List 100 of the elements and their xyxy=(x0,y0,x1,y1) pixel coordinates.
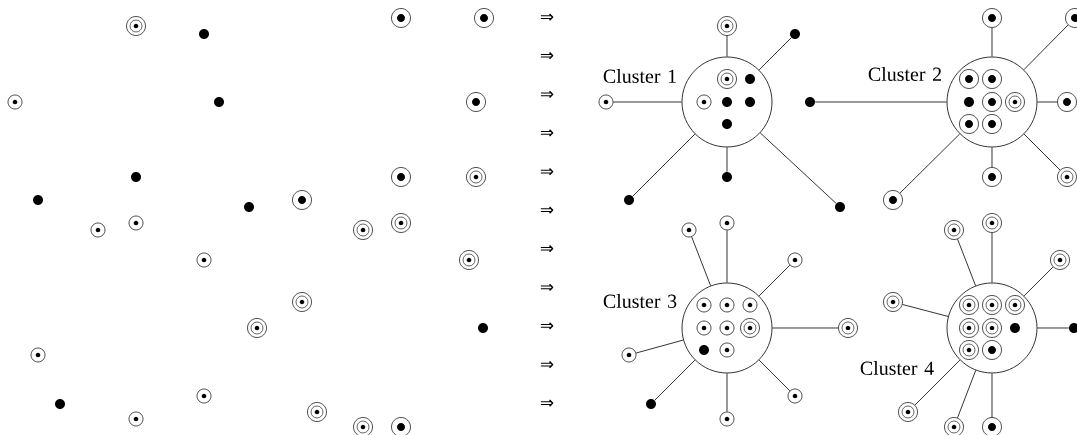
circled-dot xyxy=(883,190,903,210)
cluster-label: Cluster 3 xyxy=(603,294,677,308)
circled-dot xyxy=(1065,8,1077,28)
cluster-label: Cluster 4 xyxy=(860,361,934,375)
circled-dot xyxy=(391,167,411,187)
spoke-line xyxy=(1023,133,1061,171)
circled-dot xyxy=(719,297,735,313)
implication-arrow: ⇒ xyxy=(540,129,554,137)
circled-dot xyxy=(196,252,212,268)
spoke-line xyxy=(758,264,791,297)
double-circled-dot xyxy=(1005,295,1025,315)
double-circled-dot xyxy=(353,220,373,240)
spoke-line xyxy=(632,133,696,197)
spoke-line xyxy=(726,373,728,413)
spoke-line xyxy=(991,373,993,418)
double-circled-dot xyxy=(959,340,979,360)
double-circled-dot xyxy=(247,318,267,338)
double-circled-dot xyxy=(982,318,1002,338)
circled-dot xyxy=(982,114,1002,134)
circled-dot xyxy=(982,92,1002,112)
spoke-line xyxy=(726,147,728,173)
circled-dot xyxy=(787,388,803,404)
double-circled-dot xyxy=(459,250,479,270)
circled-dot xyxy=(982,167,1002,187)
implication-arrow: ⇒ xyxy=(540,322,554,330)
double-circled-dot xyxy=(838,318,858,338)
circled-dot xyxy=(598,94,614,110)
circled-dot xyxy=(1057,92,1077,112)
circled-dot xyxy=(391,417,411,435)
circled-dot xyxy=(466,92,486,112)
spoke-line xyxy=(814,101,947,103)
double-circled-dot xyxy=(740,318,760,338)
spoke-line xyxy=(1023,24,1069,71)
circled-dot xyxy=(696,94,712,110)
double-circled-dot xyxy=(982,295,1002,315)
circled-dot xyxy=(696,297,712,313)
circled-dot xyxy=(959,69,979,89)
circled-dot xyxy=(7,94,23,110)
circled-dot xyxy=(982,340,1002,360)
double-circled-dot xyxy=(944,220,964,240)
circled-dot xyxy=(128,215,144,231)
implication-arrow: ⇒ xyxy=(540,399,554,407)
double-circled-dot xyxy=(898,402,918,422)
circled-dot xyxy=(128,411,144,427)
spoke-line xyxy=(914,359,961,406)
spoke-line xyxy=(691,236,711,287)
spoke-line xyxy=(1023,266,1054,297)
implication-arrow: ⇒ xyxy=(540,52,554,60)
implication-arrow: ⇒ xyxy=(540,360,554,369)
implication-arrow: ⇒ xyxy=(540,245,554,253)
circled-dot xyxy=(719,320,735,336)
circled-dot xyxy=(621,347,637,363)
spoke-line xyxy=(899,133,961,194)
double-circled-dot xyxy=(717,69,737,89)
implication-arrow: ⇒ xyxy=(540,90,554,98)
spoke-line xyxy=(758,37,792,71)
double-circled-dot xyxy=(1005,92,1025,112)
cluster-label: Cluster 2 xyxy=(868,67,941,81)
spoke-line xyxy=(759,132,837,204)
double-circled-dot xyxy=(883,292,903,312)
spoke-line xyxy=(1037,327,1070,329)
spoke-line xyxy=(772,327,839,329)
spoke-line xyxy=(991,27,993,57)
implication-arrow: ⇒ xyxy=(540,283,554,291)
circled-dot xyxy=(30,347,46,363)
spoke-line xyxy=(612,101,682,103)
double-circled-dot xyxy=(944,417,964,435)
double-circled-dot xyxy=(1050,250,1070,270)
double-circled-dot xyxy=(982,213,1002,233)
implication-arrow: ⇒ xyxy=(540,167,554,176)
circled-dot xyxy=(719,342,735,358)
circled-dot xyxy=(292,190,312,210)
spoke-line xyxy=(957,369,977,419)
circled-dot xyxy=(719,411,735,427)
circled-dot xyxy=(196,388,212,404)
circled-dot xyxy=(474,8,494,28)
double-circled-dot xyxy=(466,167,486,187)
circled-dot xyxy=(391,8,411,28)
implication-arrow: ⇒ xyxy=(540,206,554,214)
double-circled-dot xyxy=(126,16,146,36)
spoke-line xyxy=(991,147,993,168)
circled-dot xyxy=(681,222,697,238)
spoke-line xyxy=(758,359,791,392)
circled-dot xyxy=(982,417,1002,435)
circled-dot xyxy=(982,69,1002,89)
circled-dot xyxy=(982,8,1002,28)
double-circled-dot xyxy=(959,318,979,338)
circled-dot xyxy=(959,114,979,134)
circled-dot xyxy=(90,222,106,238)
spoke-line xyxy=(726,35,728,57)
spoke-line xyxy=(635,339,684,354)
double-circled-dot xyxy=(292,292,312,312)
double-circled-dot xyxy=(391,213,411,233)
spoke-line xyxy=(726,229,728,283)
double-circled-dot xyxy=(959,295,979,315)
double-circled-dot xyxy=(353,417,373,435)
spoke-line xyxy=(957,238,976,287)
double-circled-dot xyxy=(717,16,737,36)
spoke-line xyxy=(991,232,993,283)
cluster-label: Cluster 1 xyxy=(603,69,676,83)
